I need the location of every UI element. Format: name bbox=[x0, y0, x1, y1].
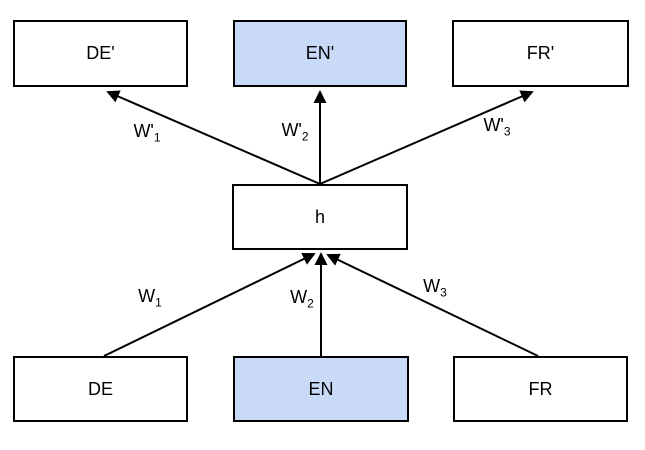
edge-label-w-prime-3: W'3 bbox=[483, 115, 511, 139]
node-hidden-layer-label: h bbox=[314, 206, 325, 227]
node-hidden-layer: h bbox=[232, 184, 408, 250]
node-en-output: EN' bbox=[233, 20, 407, 87]
node-fr-output-label: FR' bbox=[526, 43, 555, 63]
node-fr-output: FR' bbox=[452, 20, 629, 87]
node-en-input-label: EN bbox=[308, 378, 334, 399]
edge-label-w-prime-1: W'1 bbox=[133, 121, 161, 145]
node-de-input-label: DE bbox=[87, 378, 113, 399]
edge-label-w-3: W3 bbox=[423, 276, 447, 300]
node-de-output: DE' bbox=[13, 20, 188, 87]
node-en-output-label: EN' bbox=[305, 43, 335, 63]
node-en-input: EN bbox=[233, 356, 409, 422]
node-de-output-label: DE' bbox=[86, 43, 115, 63]
arrow-h-to-fr-out bbox=[319, 90, 534, 185]
edge-label-w-prime-2: W'2 bbox=[281, 120, 309, 144]
node-fr-input-label: FR bbox=[528, 378, 553, 399]
arrow-de-in-to-h bbox=[103, 252, 316, 357]
node-de-input: DE bbox=[13, 356, 188, 422]
node-fr-input: FR bbox=[453, 356, 628, 422]
edge-label-w-2: W2 bbox=[290, 287, 314, 311]
arrow-fr-in-to-h bbox=[326, 253, 539, 357]
edge-label-w-1: W1 bbox=[138, 286, 162, 310]
